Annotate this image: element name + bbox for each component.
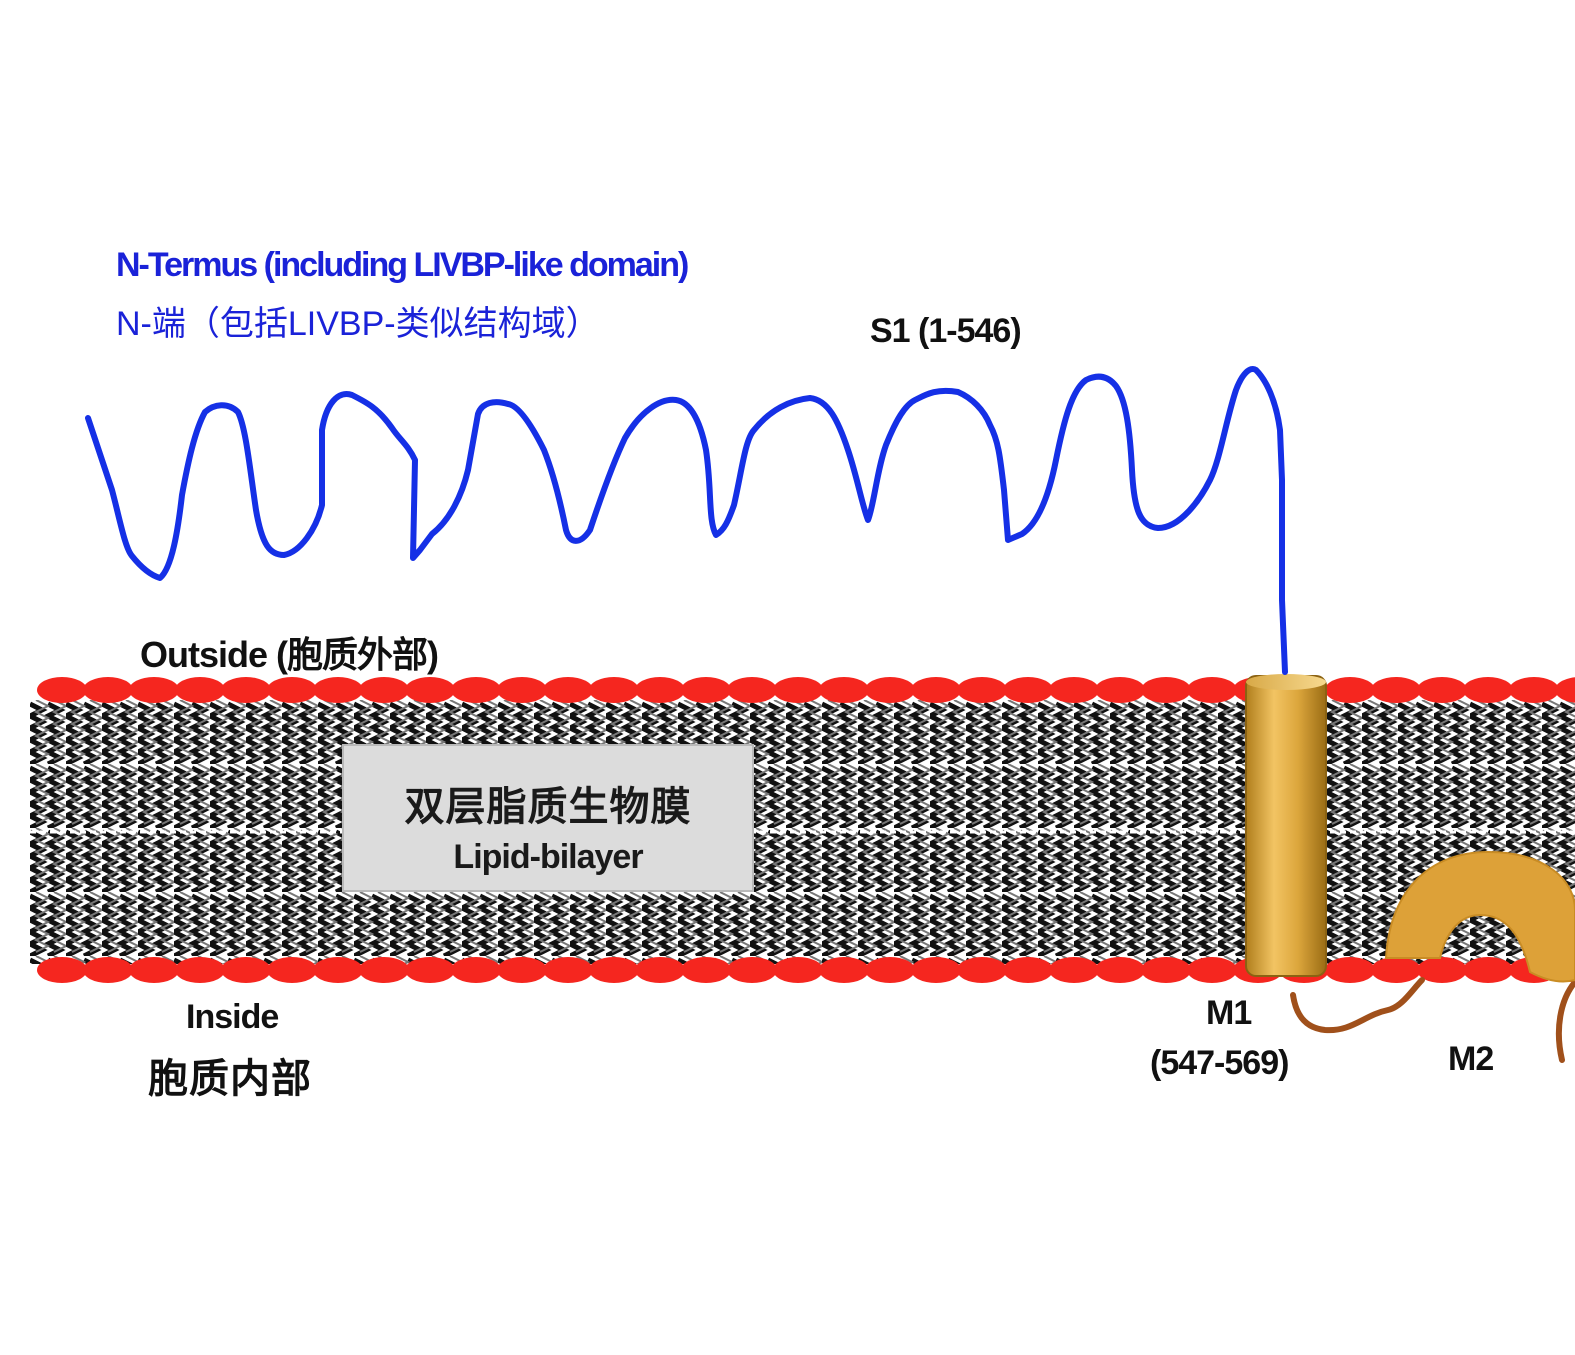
m2-reentrant-loop	[1384, 850, 1575, 983]
m2-label: M2	[1448, 1040, 1494, 1078]
lipid-headgroup	[1463, 677, 1513, 703]
lipid-headgroup	[589, 677, 639, 703]
lipid-headgroup	[957, 957, 1007, 983]
lipid-headgroup	[865, 957, 915, 983]
lipid-headgroup	[1417, 957, 1467, 983]
lipid-headgroup	[773, 957, 823, 983]
lipid-headgroup	[819, 677, 869, 703]
lipid-headgroup	[451, 957, 501, 983]
lipid-headgroup	[1095, 957, 1145, 983]
m1-helix	[1245, 675, 1327, 977]
lipid-headgroup	[1141, 957, 1191, 983]
m1-range-label: (547-569)	[1150, 1044, 1289, 1082]
lipid-headgroup	[1141, 677, 1191, 703]
lipid-headgroup	[1187, 957, 1237, 983]
lipid-headgroup	[1187, 677, 1237, 703]
lipid-headgroup	[635, 677, 685, 703]
lipid-headgroup	[911, 957, 961, 983]
lipid-headgroup	[221, 957, 271, 983]
lipid-headgroup	[727, 957, 777, 983]
lipid-headgroup	[1371, 677, 1421, 703]
lipid-headgroup	[129, 677, 179, 703]
lipid-headgroup	[1509, 677, 1559, 703]
lipid-headgroup	[267, 957, 317, 983]
lipid-headgroup	[773, 677, 823, 703]
lipid-headgroup	[1417, 677, 1467, 703]
m1-m2-loop	[1290, 977, 1425, 1034]
lipid-headgroup	[497, 957, 547, 983]
lipid-bilayer-label-box: 双层脂质生物膜 Lipid-bilayer	[342, 744, 754, 892]
lipid-headgroup	[405, 957, 455, 983]
n-terminus-label-en: N-Termus (including LIVBP-like domain)	[116, 246, 689, 284]
m1-label: M1	[1206, 994, 1252, 1032]
lipid-headgroup	[819, 957, 869, 983]
lipid-headgroup	[1325, 957, 1375, 983]
lipid-headgroup	[865, 677, 915, 703]
m2-c-loop	[1555, 979, 1575, 1063]
inside-label-en: Inside	[186, 998, 279, 1036]
lipid-headgroup	[1555, 677, 1575, 703]
lipid-headgroup	[1463, 957, 1513, 983]
lipid-headgroup	[1049, 677, 1099, 703]
lipid-headgroup	[1325, 677, 1375, 703]
lipid-headgroup	[1049, 957, 1099, 983]
lipid-headgroup	[83, 957, 133, 983]
inner-leaflet-headgroups	[37, 957, 1575, 983]
lipid-headgroup	[589, 957, 639, 983]
lipid-headgroup	[313, 957, 363, 983]
lipid-headgroup	[1003, 677, 1053, 703]
lipid-headgroup	[313, 677, 363, 703]
s1-label: S1 (1-546)	[870, 312, 1022, 350]
lipid-headgroup	[221, 677, 271, 703]
lipid-headgroup	[1095, 677, 1145, 703]
lipid-headgroup	[175, 957, 225, 983]
outer-leaflet-headgroups	[37, 677, 1575, 703]
n-terminal-chain	[85, 366, 1288, 675]
n-terminus-label-cn: N-端（包括LIVBP-类似结构域）	[116, 305, 600, 343]
lipid-headgroup	[175, 677, 225, 703]
lipid-headgroup	[543, 957, 593, 983]
lipid-headgroup	[451, 677, 501, 703]
lipid-headgroup	[543, 677, 593, 703]
inside-label-cn: 胞质内部	[148, 1057, 312, 1101]
lipid-headgroup	[681, 677, 731, 703]
lipid-headgroup	[1003, 957, 1053, 983]
lipid-headgroup	[957, 677, 1007, 703]
m1-helix-top	[1246, 674, 1326, 690]
lipid-headgroup	[497, 677, 547, 703]
lipid-headgroup	[405, 677, 455, 703]
lipid-headgroup	[37, 677, 87, 703]
lipid-headgroup	[83, 677, 133, 703]
lipid-headgroup	[267, 677, 317, 703]
lipid-headgroup	[727, 677, 777, 703]
lipid-bilayer-label-cn: 双层脂质生物膜	[404, 785, 692, 829]
outside-label: Outside (胞质外部)	[140, 634, 439, 675]
lipid-headgroup	[681, 957, 731, 983]
lipid-headgroup	[359, 957, 409, 983]
lipid-headgroup	[359, 677, 409, 703]
lipid-headgroup	[1371, 957, 1421, 983]
lipid-headgroup	[129, 957, 179, 983]
lipid-headgroup	[911, 677, 961, 703]
lipid-headgroup	[37, 957, 87, 983]
lipid-bilayer-label-en: Lipid-bilayer	[453, 838, 643, 876]
lipid-headgroup	[635, 957, 685, 983]
